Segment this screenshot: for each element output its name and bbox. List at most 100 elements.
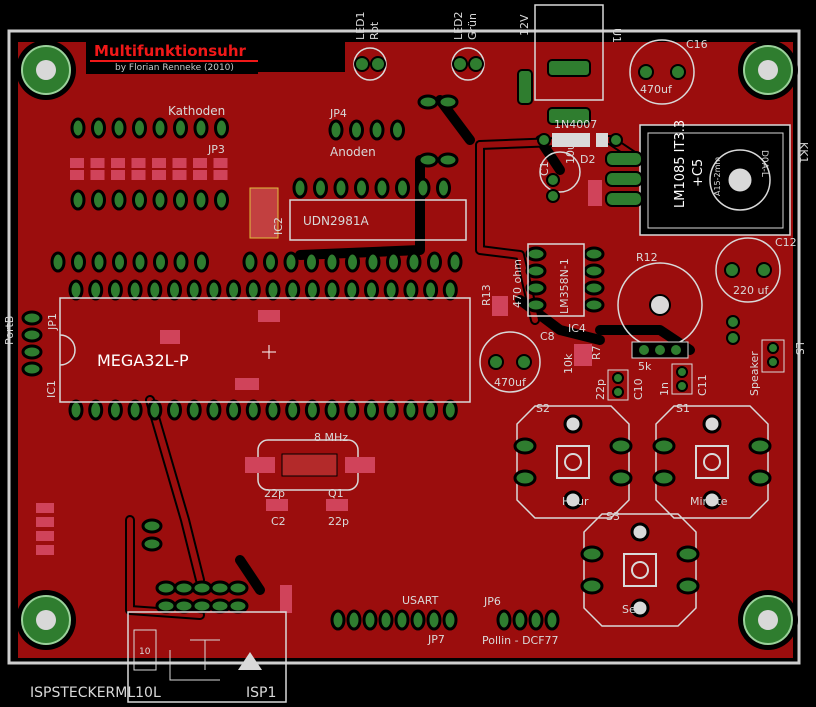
pad <box>209 598 231 614</box>
resistor-pad <box>36 503 54 513</box>
pad <box>186 279 202 301</box>
resistor-pad <box>111 158 125 168</box>
c1-ref: C1 <box>538 161 551 176</box>
pad <box>410 609 426 631</box>
resistor-pad <box>193 158 207 168</box>
pad <box>71 251 86 273</box>
speaker-pad <box>726 331 740 345</box>
pad <box>395 177 410 199</box>
resistor-pad <box>90 158 105 168</box>
pad <box>442 279 458 301</box>
pad <box>304 399 320 421</box>
isp-ref: ISP1 <box>246 685 276 701</box>
c1-outline <box>539 151 581 193</box>
r7-ref: R7 <box>590 345 603 360</box>
ic1-ref: IC1 <box>45 380 58 398</box>
pad <box>525 280 547 296</box>
c2-value: 22p <box>264 487 285 500</box>
c12-outline <box>715 237 781 303</box>
pad <box>304 279 320 301</box>
pad <box>173 189 188 211</box>
pad <box>209 580 231 596</box>
pad <box>378 609 394 631</box>
heatsink-screw-ring <box>709 149 771 211</box>
resistor-pad <box>280 585 292 613</box>
c16-pad <box>638 64 654 80</box>
pad <box>155 580 177 596</box>
r12-knob <box>649 294 671 316</box>
pad <box>88 399 104 421</box>
c2-pad <box>266 499 288 511</box>
pad <box>283 251 299 273</box>
ic4-name: LM358N-1 <box>558 258 571 314</box>
s1-ref: S1 <box>676 402 690 415</box>
pad <box>528 609 544 631</box>
regulator-pad <box>605 191 643 207</box>
pad <box>525 246 547 262</box>
pad <box>383 399 399 421</box>
pad <box>349 119 364 141</box>
pad <box>21 344 43 360</box>
board-title: Multifunktionsuhr <box>94 42 246 60</box>
ic2-ref: IC2 <box>272 217 285 235</box>
pad <box>423 279 439 301</box>
pad <box>227 598 249 614</box>
pad <box>362 609 378 631</box>
push-button <box>652 405 772 519</box>
pad <box>415 177 431 199</box>
pad <box>132 189 147 211</box>
isp-outline <box>127 611 287 703</box>
board-subtitle: by Florian Renneke (2010) <box>115 63 234 73</box>
usart-label: USART <box>402 594 439 607</box>
resistor-pad <box>131 170 146 180</box>
pad <box>324 399 340 421</box>
pad <box>442 399 458 421</box>
pad <box>141 518 163 534</box>
u1-pad <box>547 107 591 125</box>
r12-pad <box>637 343 651 357</box>
pad <box>417 94 439 110</box>
push-buttons <box>513 405 772 627</box>
portb-label: PortB <box>3 316 16 345</box>
pad <box>394 609 410 631</box>
led1 <box>353 47 387 81</box>
pad <box>167 399 182 421</box>
u1-voltage: 12V <box>518 14 531 36</box>
pad <box>173 580 195 596</box>
resistor-pad <box>235 378 259 390</box>
pad <box>324 279 340 301</box>
d2-body <box>552 133 608 147</box>
pad <box>147 399 163 421</box>
pad <box>245 279 261 301</box>
pad <box>153 251 168 273</box>
c10-ref: C10 <box>632 378 645 400</box>
regulator-name: LM1085 IT3.3 <box>673 120 688 208</box>
heatsink-size: A15-2mm <box>713 157 722 196</box>
pad <box>173 598 195 614</box>
pad <box>437 94 459 110</box>
crystal-body <box>281 453 338 477</box>
isp-name: ISPSTECKERML10L <box>30 685 161 701</box>
pad <box>70 189 86 211</box>
pad <box>304 251 319 273</box>
jp3-ref: JP3 <box>207 143 225 156</box>
pad <box>525 263 547 279</box>
resistor-pad <box>152 158 166 168</box>
pad <box>265 279 281 301</box>
ic1-origin <box>262 345 276 359</box>
ls-pad <box>767 356 779 368</box>
pad <box>193 189 209 211</box>
c1-value: 10u <box>564 143 577 164</box>
resistor-pad <box>90 170 105 180</box>
resistor-pad <box>172 158 187 168</box>
pad <box>152 189 168 211</box>
title-background <box>86 42 258 74</box>
pad <box>512 609 528 631</box>
c3-value: 22p <box>328 515 349 528</box>
c12-ref: C12 <box>775 236 797 249</box>
c9-value: 470uf <box>494 376 527 389</box>
isp-latch <box>169 639 220 681</box>
d2-pad <box>609 133 623 147</box>
pad <box>406 251 422 273</box>
r12-pad <box>653 343 667 357</box>
